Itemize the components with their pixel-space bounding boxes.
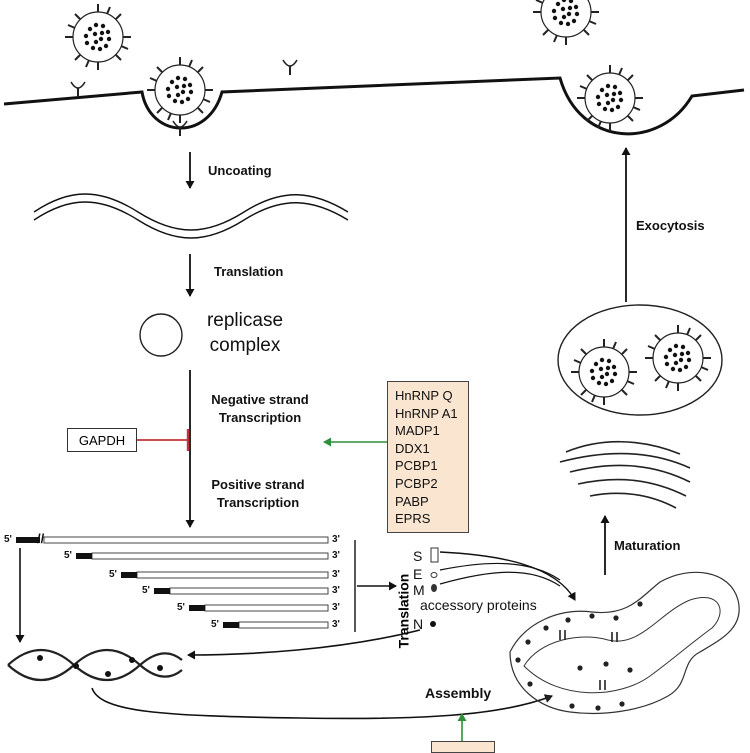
positive-strand-label-line1: Positive strand (211, 477, 305, 492)
assembly-label: Assembly (425, 685, 492, 701)
positive-strand-label-line2: Transcription (216, 495, 300, 510)
five-prime-label: 5' (211, 619, 219, 630)
receptor-icon (282, 59, 298, 76)
virion-icon (146, 56, 214, 124)
replicase-label-line1: replicase (206, 310, 284, 331)
uncoating-label: Uncoating (208, 163, 272, 178)
host-factor: EPRS (395, 511, 431, 527)
three-prime-label: 3' (332, 602, 340, 613)
protein-s-label: S (413, 548, 423, 564)
translation-label: Translation (214, 264, 284, 279)
ergic-membrane (509, 571, 740, 715)
golgi-icon (559, 440, 691, 509)
host-factor: HnRNP A1 (395, 405, 458, 421)
replicase-label-line2: complex (209, 335, 281, 356)
replicase-complex-icon (139, 313, 183, 357)
three-prime-label: 3' (332, 534, 340, 545)
host-factor: PCBP1 (395, 458, 438, 474)
host-factor: DDX1 (395, 440, 430, 456)
vesicle-icon (557, 304, 723, 416)
protein-m-label: M (413, 582, 425, 598)
five-prime-label: 5' (4, 534, 12, 545)
nucleocapsid-rnp-icon (7, 648, 183, 682)
protein-e-label: E (413, 566, 423, 582)
three-prime-label: 3' (332, 619, 340, 630)
three-prime-label: 3' (332, 550, 340, 561)
maturation-label: Maturation (614, 538, 681, 553)
receptor-icon (70, 81, 86, 98)
five-prime-label: 5' (109, 569, 117, 580)
negative-strand-label-line1: Negative strand (211, 392, 309, 407)
cell-membrane (3, 76, 745, 136)
genome-rna-ribbon (33, 193, 349, 231)
bottom-host-factor-box (431, 741, 495, 753)
five-prime-label: 5' (64, 550, 72, 561)
three-prime-label: 3' (332, 585, 340, 596)
strand-break-label: // (37, 531, 45, 546)
virion-icon (532, 0, 600, 46)
gapdh-box: GAPDH (67, 428, 137, 452)
host-factor: PCBP2 (395, 475, 438, 491)
exocytosis-label: Exocytosis (636, 218, 705, 233)
subgenomic-rnas (43, 536, 329, 629)
host-factor: MADP1 (395, 423, 440, 439)
three-prime-label: 3' (332, 569, 340, 580)
protein-n-label: N (413, 616, 424, 632)
host-factor: PABP (395, 493, 429, 509)
five-prime-label: 5' (177, 602, 185, 613)
negative-strand-label-line2: Transcription (218, 410, 302, 425)
host-factor: HnRNP Q (395, 388, 453, 403)
translation-label-vertical: Translation (395, 573, 412, 649)
virion-icon (64, 3, 132, 71)
host-factors-box: HnRNP Q HnRNP A1 MADP1 DDX1 PCBP1 PCBP2 … (387, 381, 469, 533)
five-prime-label: 5' (142, 585, 150, 596)
accessory-proteins-label: accessory proteins (420, 597, 537, 613)
